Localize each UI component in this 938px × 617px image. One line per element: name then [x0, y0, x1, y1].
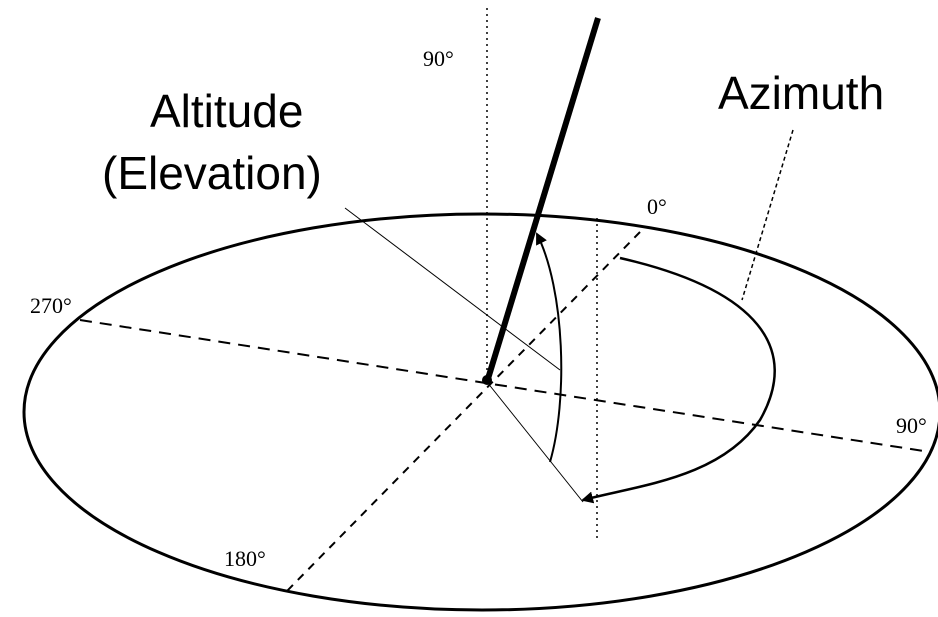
altitude-arc: [536, 232, 563, 463]
horizon-ellipse: [22, 212, 938, 612]
center-to-projection-line: [486, 381, 584, 503]
east-90-label: 90°: [896, 413, 927, 438]
azimuth-leader-line: [741, 129, 794, 301]
azimuth-label: Azimuth: [718, 67, 885, 119]
west-270-label: 270°: [30, 293, 72, 318]
north-south-axis: [285, 231, 641, 593]
north-0-label: 0°: [647, 194, 667, 219]
altitude-label: Altitude: [150, 85, 304, 137]
south-180-label: 180°: [224, 546, 266, 571]
altitude-leader-line: [344, 207, 561, 371]
elevation-label: (Elevation): [102, 147, 322, 199]
zenith-90-label: 90°: [423, 46, 454, 71]
observer-point: [482, 375, 492, 385]
azimuth-arc: [581, 256, 776, 504]
star-direction-line: [484, 17, 601, 383]
west-east-axis: [79, 319, 931, 453]
